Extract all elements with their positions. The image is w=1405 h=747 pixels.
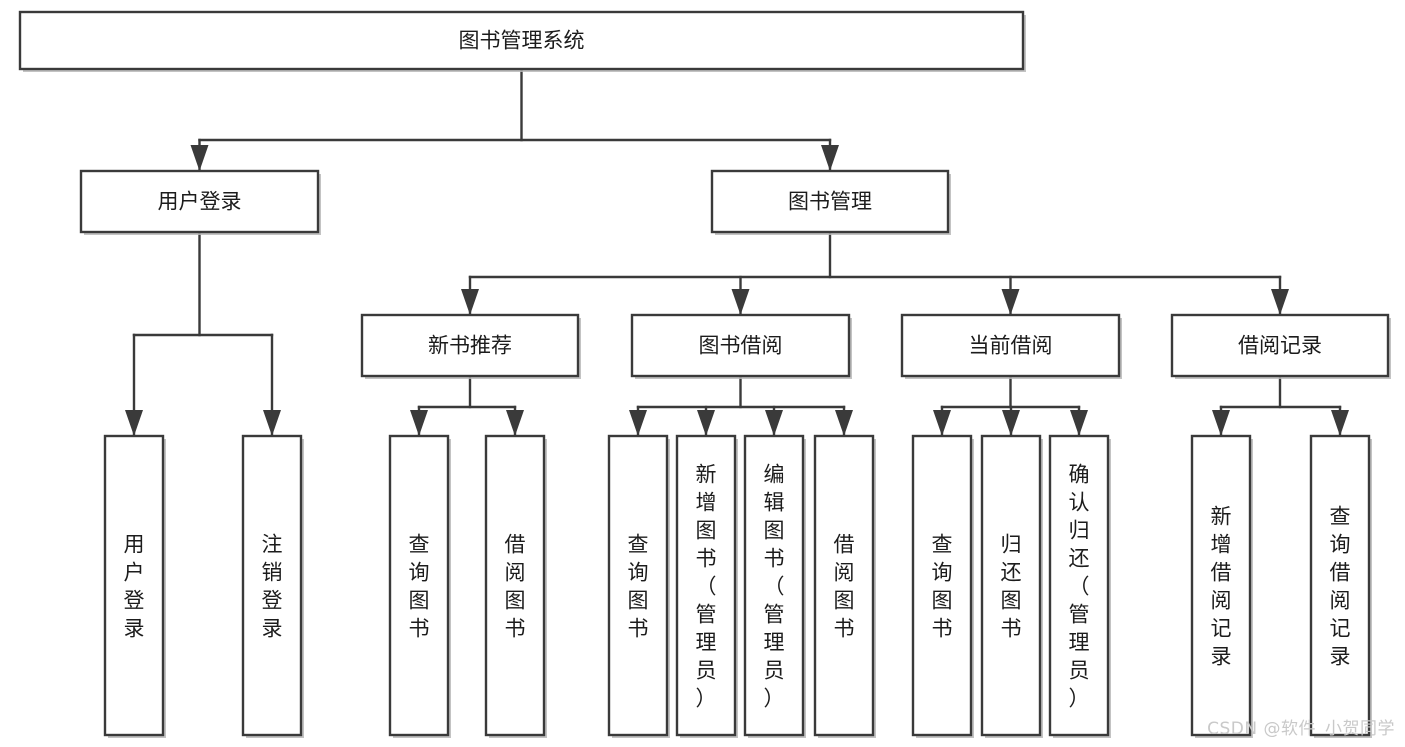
node-leaf-confirm-return[interactable]: 确认归还（管理员） bbox=[1048, 434, 1111, 738]
node-leaf-query-record[interactable]: 查询借阅记录 bbox=[1309, 434, 1372, 738]
node-root-root[interactable]: 图书管理系统 bbox=[18, 10, 1026, 72]
node-label: 查询借阅记录 bbox=[1330, 504, 1351, 668]
arrow-head-icon bbox=[835, 410, 853, 436]
node-leaf-query-book-3[interactable]: 查询图书 bbox=[911, 434, 974, 738]
node-label: 用户登录 bbox=[158, 190, 242, 214]
node-leaf-query-book-1[interactable]: 查询图书 bbox=[388, 434, 451, 738]
arrow-head-icon bbox=[765, 410, 783, 436]
node-leaf-borrow-book-2[interactable]: 借阅图书 bbox=[813, 434, 876, 738]
node-label: 新增借阅记录 bbox=[1211, 504, 1232, 668]
arrow-head-icon bbox=[1271, 289, 1289, 315]
node-label: 确认归还（管理员） bbox=[1069, 462, 1090, 710]
node-leaf-borrow-book-1[interactable]: 借阅图书 bbox=[484, 434, 547, 738]
arrow-head-icon bbox=[1002, 410, 1020, 436]
arrow-head-icon bbox=[263, 410, 281, 436]
arrow-head-icon bbox=[697, 410, 715, 436]
node-layer: 图书管理系统用户登录图书管理新书推荐图书借阅当前借阅借阅记录用户登录注销登录查询… bbox=[18, 10, 1391, 738]
node-label: 注销登录 bbox=[262, 532, 283, 640]
node-label: 图书借阅 bbox=[699, 334, 783, 358]
node-label: 新书推荐 bbox=[428, 334, 512, 358]
node-leaf-add-book[interactable]: 新增图书（管理员） bbox=[675, 434, 738, 738]
arrow-head-icon bbox=[821, 145, 839, 171]
arrow-head-icon bbox=[731, 289, 750, 315]
node-label: 查询图书 bbox=[932, 532, 953, 640]
node-leaf-return-book[interactable]: 归还图书 bbox=[980, 434, 1043, 738]
node-label: 查询图书 bbox=[409, 532, 430, 640]
node-label: 查询图书 bbox=[628, 532, 649, 640]
node-label: 归还图书 bbox=[1001, 532, 1022, 640]
node-leaf-user-login[interactable]: 用户登录 bbox=[103, 434, 166, 738]
arrow-head-icon bbox=[410, 410, 428, 436]
node-label: 借阅图书 bbox=[834, 532, 855, 640]
node-leaf-query-book-2[interactable]: 查询图书 bbox=[607, 434, 670, 738]
arrow-head-icon bbox=[1212, 410, 1230, 436]
node-borrow-record[interactable]: 借阅记录 bbox=[1170, 313, 1391, 379]
node-book-borrow[interactable]: 图书借阅 bbox=[630, 313, 852, 379]
node-leaf-user-logout[interactable]: 注销登录 bbox=[241, 434, 304, 738]
node-label: 当前借阅 bbox=[969, 334, 1053, 358]
node-label: 图书管理系统 bbox=[459, 29, 585, 53]
node-user-login[interactable]: 用户登录 bbox=[79, 169, 321, 235]
node-label: 新增图书（管理员） bbox=[696, 462, 717, 710]
watermark-label: CSDN @软件_小贺同学 bbox=[1207, 719, 1395, 739]
node-book-manage[interactable]: 图书管理 bbox=[710, 169, 951, 235]
node-label: 图书管理 bbox=[788, 190, 872, 214]
arrow-head-icon bbox=[629, 410, 647, 436]
arrow-head-icon bbox=[1331, 410, 1349, 436]
node-label: 编辑图书（管理员） bbox=[764, 462, 785, 710]
node-leaf-edit-book[interactable]: 编辑图书（管理员） bbox=[743, 434, 806, 738]
arrow-head-icon bbox=[933, 410, 951, 436]
node-leaf-add-record[interactable]: 新增借阅记录 bbox=[1190, 434, 1253, 738]
connector-layer bbox=[125, 67, 1349, 438]
arrow-head-icon bbox=[461, 289, 479, 315]
arrow-head-icon bbox=[506, 410, 524, 436]
arrow-head-icon bbox=[1070, 410, 1088, 436]
arrow-head-icon bbox=[1001, 289, 1020, 315]
arrow-head-icon bbox=[190, 145, 209, 171]
arrow-head-icon bbox=[125, 410, 143, 436]
node-current-borrow[interactable]: 当前借阅 bbox=[900, 313, 1122, 379]
node-label: 借阅记录 bbox=[1238, 334, 1322, 358]
node-new-book-recommend[interactable]: 新书推荐 bbox=[360, 313, 581, 379]
node-label: 用户登录 bbox=[124, 532, 145, 640]
node-label: 借阅图书 bbox=[505, 532, 526, 640]
